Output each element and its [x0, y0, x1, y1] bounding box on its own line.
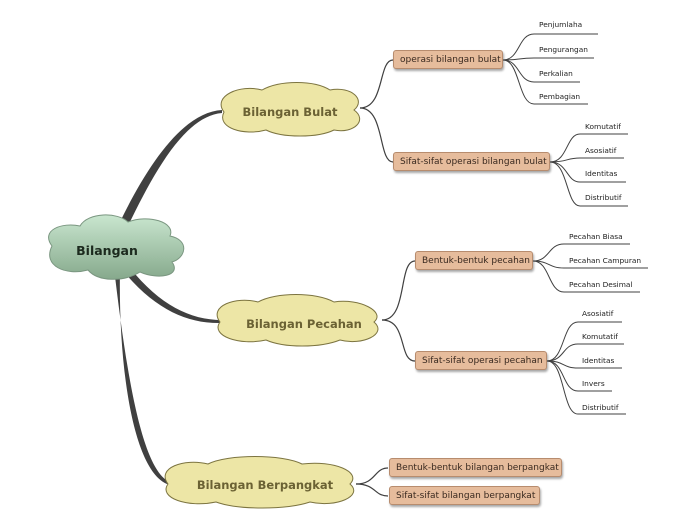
root-label: Bilangan: [76, 243, 138, 258]
leaf-asosiatif-bulat[interactable]: Asosiatif: [585, 146, 617, 155]
leaf-pecahan-desimal[interactable]: Pecahan Desimal: [569, 280, 633, 289]
cloud-bilangan-berpangkat[interactable]: [164, 456, 355, 509]
connector-root-bulat: [120, 110, 222, 226]
connector-group-sifat-pecahan-leaves: [546, 321, 626, 415]
connector-berpangkat-bentuk: [355, 467, 389, 485]
connector-group-bentuk-pecahan-leaves: [532, 243, 648, 293]
branch-label-bilangan-bulat: Bilangan Bulat: [242, 105, 338, 119]
connector-pecahan-sifat: [381, 319, 416, 362]
node-sifat-bilangan-berpangkat[interactable]: Sifat-sifat bilangan berpangkat: [389, 486, 540, 505]
leaf-pengurangan[interactable]: Pengurangan: [539, 45, 588, 54]
leaf-distributif-bulat[interactable]: Distributif: [585, 193, 622, 202]
leaf-identitas-bulat[interactable]: Identitas: [585, 169, 618, 178]
cloud-bilangan-bulat[interactable]: [220, 82, 361, 137]
connector-root-berpangkat: [114, 268, 170, 485]
connector-bulat-sifat: [359, 107, 394, 163]
branch-label-bilangan-berpangkat: Bilangan Berpangkat: [196, 478, 334, 492]
leaf-distributif-pecahan[interactable]: Distributif: [582, 403, 619, 412]
cloud-bilangan-pecahan[interactable]: [216, 294, 379, 347]
cloud-bilangan-root[interactable]: [48, 214, 185, 280]
leaf-pecahan-campuran[interactable]: Pecahan Campuran: [569, 256, 642, 265]
leaf-perkalian[interactable]: Perkalian: [539, 69, 573, 78]
leaf-penjumlaha[interactable]: Penjumlaha: [539, 20, 583, 29]
node-bentuk-bilangan-berpangkat[interactable]: Bentuk-bentuk bilangan berpangkat: [389, 458, 562, 477]
connector-berpangkat-sifat: [355, 483, 389, 497]
node-sifat-operasi-pecahan[interactable]: Sifat-sifat operasi pecahan: [415, 351, 547, 370]
connector-bulat-operasi: [359, 59, 394, 109]
connector-group-operasi-leaves: [502, 33, 598, 105]
leaf-invers-pecahan[interactable]: Invers: [582, 379, 605, 388]
connector-root-pecahan: [124, 268, 222, 324]
branch-label-bilangan-pecahan: Bilangan Pecahan: [246, 317, 362, 331]
connector-pecahan-bentuk: [381, 260, 416, 321]
node-sifat-operasi-bilangan-bulat[interactable]: Sifat-sifat operasi bilangan bulat: [393, 152, 550, 171]
leaf-pecahan-biasa[interactable]: Pecahan Biasa: [569, 232, 623, 241]
leaf-pembagian[interactable]: Pembagian: [539, 92, 581, 101]
leaf-komutatif-bulat[interactable]: Komutatif: [585, 122, 621, 131]
leaf-identitas-pecahan[interactable]: Identitas: [582, 356, 615, 365]
node-bentuk-pecahan[interactable]: Bentuk-bentuk pecahan: [415, 251, 533, 270]
connector-group-sifat-bulat-leaves: [549, 133, 628, 207]
node-operasi-bilangan-bulat[interactable]: operasi bilangan bulat: [393, 50, 503, 69]
leaf-asosiatif-pecahan[interactable]: Asosiatif: [582, 309, 614, 318]
leaf-komutatif-pecahan[interactable]: Komutatif: [582, 332, 618, 341]
